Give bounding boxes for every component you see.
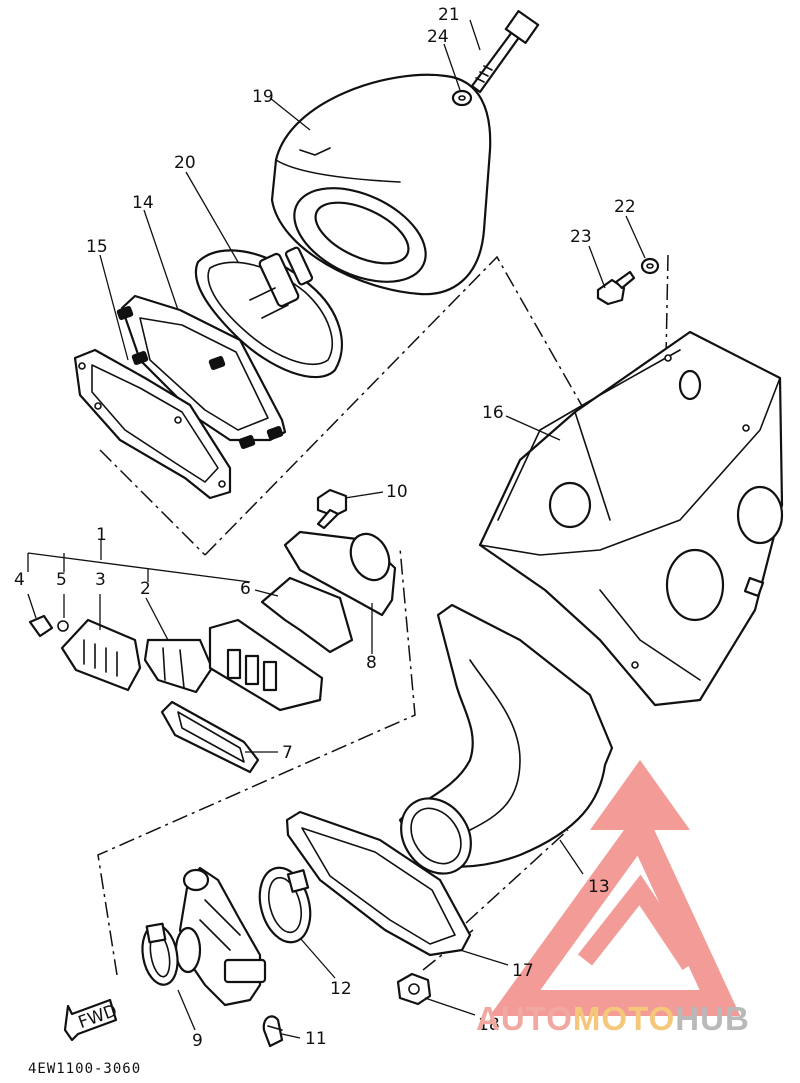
reed-adapter-6	[260, 576, 354, 654]
washer-24	[451, 89, 473, 107]
callout-8: 8	[366, 653, 377, 673]
callout-23: 23	[570, 227, 592, 247]
callout-4: 4	[14, 570, 25, 590]
callout-6: 6	[240, 579, 251, 599]
callout-7: 7	[282, 743, 293, 763]
bolt-4	[28, 614, 54, 638]
callout-14: 14	[132, 193, 154, 213]
bolt-10	[316, 488, 348, 530]
washer-22	[640, 257, 660, 275]
clip-11	[262, 1015, 284, 1048]
reed-stopper-3	[60, 618, 142, 692]
watermark-logo	[489, 760, 741, 1016]
leader-lines	[27, 19, 646, 1039]
nut-18	[396, 972, 432, 1006]
washer-5	[57, 620, 69, 632]
gasket-15	[73, 348, 232, 500]
forward-direction-arrow: FWD	[63, 998, 120, 1042]
clamp-9	[141, 922, 179, 986]
callout-16: 16	[482, 403, 504, 423]
watermark-text: AUTOMOTOHUB	[476, 1000, 750, 1037]
callout-18: 18	[478, 1015, 500, 1035]
air-box-16	[478, 330, 784, 707]
gasket-14	[116, 294, 287, 450]
callout-9: 9	[192, 1031, 203, 1051]
callout-1: 1	[96, 525, 107, 545]
callout-22: 22	[614, 197, 636, 217]
callout-labels: 1 2 3 4 5 6 7 8 9 10 11 12 13 14 15 16 1…	[14, 5, 636, 1051]
assembly-dash-lines	[97, 254, 669, 976]
throttle-body	[174, 866, 267, 1007]
callout-17: 17	[512, 961, 534, 981]
fwd-label: FWD	[76, 1001, 120, 1033]
bolt-23	[596, 270, 636, 306]
callout-13: 13	[588, 877, 610, 897]
callout-19: 19	[252, 87, 274, 107]
intake-duct-13	[398, 603, 614, 875]
reed-gasket-7	[160, 700, 260, 774]
bolt-21	[470, 10, 540, 94]
watermark-moto: MOTO	[573, 1000, 675, 1037]
air-filter-19	[270, 73, 492, 296]
watermark-auto: AUTO	[476, 1000, 573, 1037]
callout-3: 3	[95, 570, 106, 590]
callout-21: 21	[438, 5, 460, 25]
callout-15: 15	[86, 237, 108, 257]
filter-cage-20	[194, 246, 343, 379]
callout-10: 10	[386, 482, 408, 502]
callout-24: 24	[427, 27, 449, 47]
clamp-12	[258, 866, 312, 944]
watermark-hub: HUB	[675, 1000, 750, 1037]
callout-2: 2	[140, 579, 151, 599]
callout-5: 5	[56, 570, 67, 590]
reed-valve-assembly	[28, 530, 397, 774]
callout-12: 12	[330, 979, 352, 999]
reed-petal-2	[143, 638, 214, 694]
callout-20: 20	[174, 153, 196, 173]
callout-11: 11	[305, 1029, 327, 1049]
diagram-code: 4EW1100-3060	[28, 1061, 141, 1077]
